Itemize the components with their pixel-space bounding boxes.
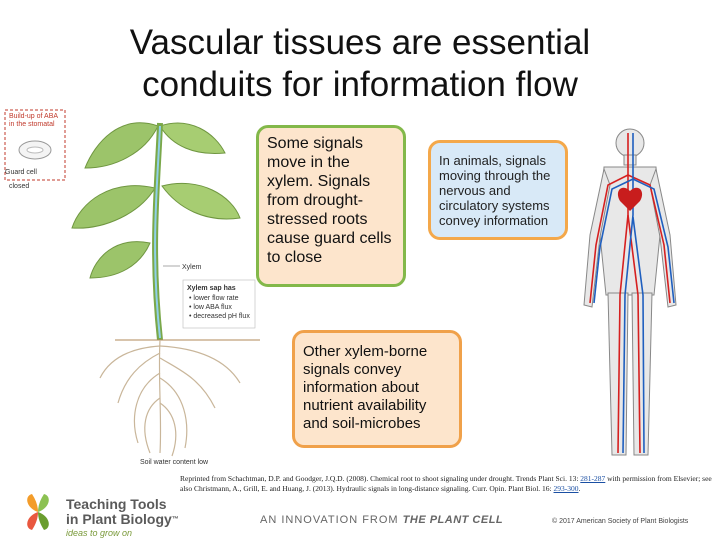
citation-text-1: Reprinted from Schachtman, D.P. and Good…: [180, 474, 581, 483]
slide-title: Vascular tissues are essential conduits …: [60, 22, 660, 106]
citation-text-3: .: [578, 484, 581, 493]
artery-network: [589, 133, 671, 454]
plant-figure: Build-up of ABA in the stomatal Guard ce…: [0, 108, 270, 468]
heart-icon: [617, 187, 643, 211]
brand-line-2-text: in Plant Biology: [66, 511, 172, 527]
xylem-label: Xylem: [182, 264, 202, 271]
vein-network: [593, 133, 675, 454]
guard-closed-label: closed: [9, 183, 29, 190]
plant-cell-journal: THE PLANT CELL: [402, 514, 504, 526]
leaf-logo-icon: [27, 494, 49, 530]
xylem-sap-heading: Xylem sap has: [187, 285, 236, 292]
brand-tagline: ideas to grow on: [66, 528, 133, 538]
citation: Reprinted from Schachtman, D.P. and Good…: [180, 474, 715, 494]
root-system: [99, 339, 241, 457]
copyright: © 2017 American Society of Plant Biologi…: [552, 518, 689, 525]
guard-cell-label: Guard cell: [5, 169, 37, 176]
human-body-illustration: [583, 128, 677, 456]
brand-line-1: Teaching Tools: [66, 496, 167, 512]
plant-illustration: Build-up of ABA in the stomatal Guard ce…: [4, 109, 260, 466]
leaf-icon: [159, 122, 226, 155]
brand-line-2: in Plant Biology™: [66, 512, 216, 527]
xylem-sap-box: [182, 279, 256, 329]
leaf-icon: [89, 241, 151, 279]
callout-nutrients: Other xylem-borne signals convey informa…: [292, 330, 462, 448]
brand-block: Teaching Tools in Plant Biology™ ideas t…: [66, 496, 216, 539]
sap-item: • lower flow rate: [189, 295, 239, 302]
aba-label: Build-up of ABA: [9, 113, 58, 120]
body-silhouette: [583, 128, 677, 456]
callout-xylem-signals: Some signals move in the xylem. Signals …: [256, 125, 406, 287]
citation-link-1[interactable]: 281-287: [580, 474, 606, 483]
sap-item: • low ABA flux: [189, 304, 232, 311]
xylem-line: [154, 125, 161, 339]
leaf-icon: [84, 122, 159, 169]
citation-link-2[interactable]: 293-300: [553, 484, 579, 493]
innovation-banner: AN INNOVATION FROM THE PLANT CELL: [260, 514, 503, 526]
teaching-tools-logo: [18, 492, 58, 532]
title-line-1: Vascular tissues are essential: [129, 23, 591, 62]
title-line-2: conduits for information flow: [142, 65, 578, 104]
sap-item: • decreased pH flux: [189, 313, 250, 320]
stomata-label: in the stomatal: [9, 121, 55, 128]
soil-water-label: Soil water content low: [140, 459, 209, 466]
stomata-inset: [4, 109, 66, 181]
trademark-symbol: ™: [171, 516, 179, 523]
stoma-pore-icon: [26, 146, 44, 154]
innovation-prefix: AN INNOVATION FROM: [260, 514, 403, 526]
human-circulatory-figure: [570, 125, 690, 465]
leaf-icon: [71, 185, 156, 229]
callout-animals: In animals, signals moving through the n…: [428, 140, 568, 240]
citation-text-2: with permission from Elsevier; see also …: [180, 474, 712, 493]
leaf-icon: [161, 182, 241, 220]
